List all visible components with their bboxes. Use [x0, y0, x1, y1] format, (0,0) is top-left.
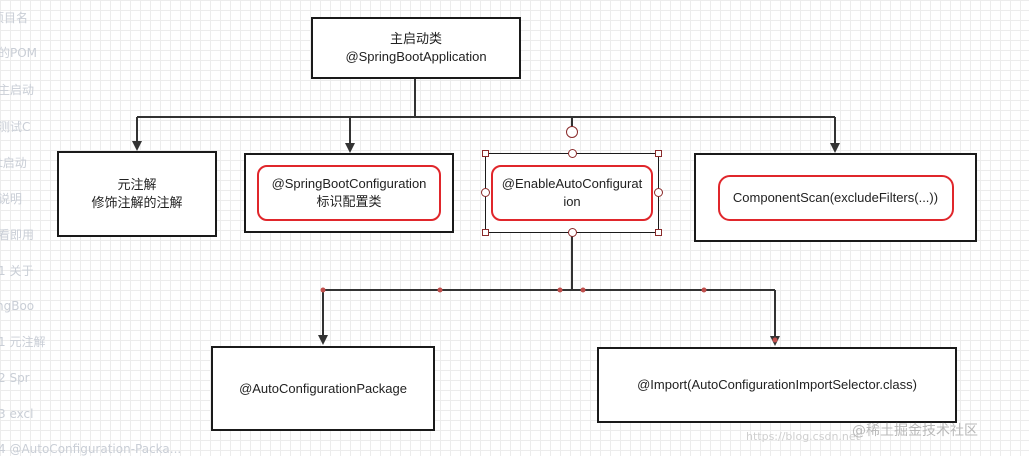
connection-point — [437, 287, 443, 293]
component-scan-label: ComponentScan(excludeFilters(...)) — [732, 189, 939, 205]
enable-auto-configuration-highlight: @EnableAutoConfigurat ion — [491, 165, 653, 221]
import-selector-node[interactable]: @Import(AutoConfigurationImportSelector.… — [597, 347, 957, 423]
sidebar-item: ngBoo — [0, 299, 35, 313]
import-selector-label: @Import(AutoConfigurationImportSelector.… — [637, 377, 917, 392]
resize-handle-top-left[interactable] — [482, 150, 489, 157]
component-scan-node[interactable]: ComponentScan(excludeFilters(...)) — [694, 153, 977, 242]
sidebar-item: t启动 — [0, 156, 27, 170]
root-title: 主启动类 — [389, 31, 442, 46]
watermark-url: https://blog.csdn.net — [746, 430, 860, 443]
root-node[interactable]: 主启动类 @SpringBootApplication — [311, 17, 521, 79]
connection-point — [701, 287, 707, 293]
enable-auto-configuration-node[interactable]: @EnableAutoConfigurat ion — [485, 153, 659, 233]
connection-point — [580, 287, 586, 293]
connect-handle-left[interactable] — [481, 188, 490, 197]
connection-point — [557, 287, 563, 293]
sidebar-item: 说明 — [0, 192, 23, 206]
sidebar-item: 看即用 — [0, 228, 35, 242]
connection-point — [320, 287, 326, 293]
connect-handle-right[interactable] — [654, 188, 663, 197]
sidebar-item: 1 关于 — [0, 264, 34, 278]
meta-annotation-node[interactable]: 元注解 修饰注解的注解 — [57, 151, 217, 237]
component-scan-highlight: ComponentScan(excludeFilters(...)) — [717, 174, 954, 221]
config-subtitle: 标识配置类 — [316, 194, 382, 209]
sidebar-item: 项目名 — [0, 11, 29, 25]
sidebar-item: 3 excl — [0, 407, 34, 421]
sidebar-item: 的POM — [0, 46, 38, 60]
resize-handle-top-right[interactable] — [655, 150, 662, 157]
outline-sidebar: 项目名 的POM 主启动 测试C t启动 说明 看即用 1 关于 ngBoo 1… — [0, 0, 200, 456]
watermark: @稀土掘金技术社区 — [852, 423, 978, 439]
sidebar-item: 主启动 — [0, 83, 35, 97]
rotate-handle[interactable] — [566, 126, 578, 138]
enable-title-part1: @EnableAutoConfigurat — [501, 176, 643, 191]
sidebar-item: 4 @AutoConfiguration-Packa... — [0, 442, 182, 456]
resize-handle-bottom-left[interactable] — [482, 229, 489, 236]
auto-configuration-package-label: @AutoConfigurationPackage — [239, 380, 407, 396]
resize-handle-bottom-right[interactable] — [655, 229, 662, 236]
root-subtitle: @SpringBootApplication — [345, 49, 487, 64]
meta-title: 元注解 — [117, 177, 157, 192]
sidebar-item: 2 Spr — [0, 371, 30, 385]
springboot-configuration-node[interactable]: @SpringBootConfiguration 标识配置类 — [244, 153, 454, 233]
springboot-configuration-highlight: @SpringBootConfiguration 标识配置类 — [257, 165, 441, 221]
auto-configuration-package-node[interactable]: @AutoConfigurationPackage — [211, 346, 435, 431]
sidebar-item: 1 元注解 — [0, 335, 46, 349]
sidebar-item: 测试C — [0, 120, 31, 134]
config-title: @SpringBootConfiguration — [271, 176, 427, 191]
connection-point — [772, 337, 778, 343]
connect-handle-bottom[interactable] — [568, 228, 577, 237]
connect-handle-top[interactable] — [568, 149, 577, 158]
meta-subtitle: 修饰注解的注解 — [91, 195, 183, 210]
enable-title-part2: ion — [563, 194, 581, 209]
